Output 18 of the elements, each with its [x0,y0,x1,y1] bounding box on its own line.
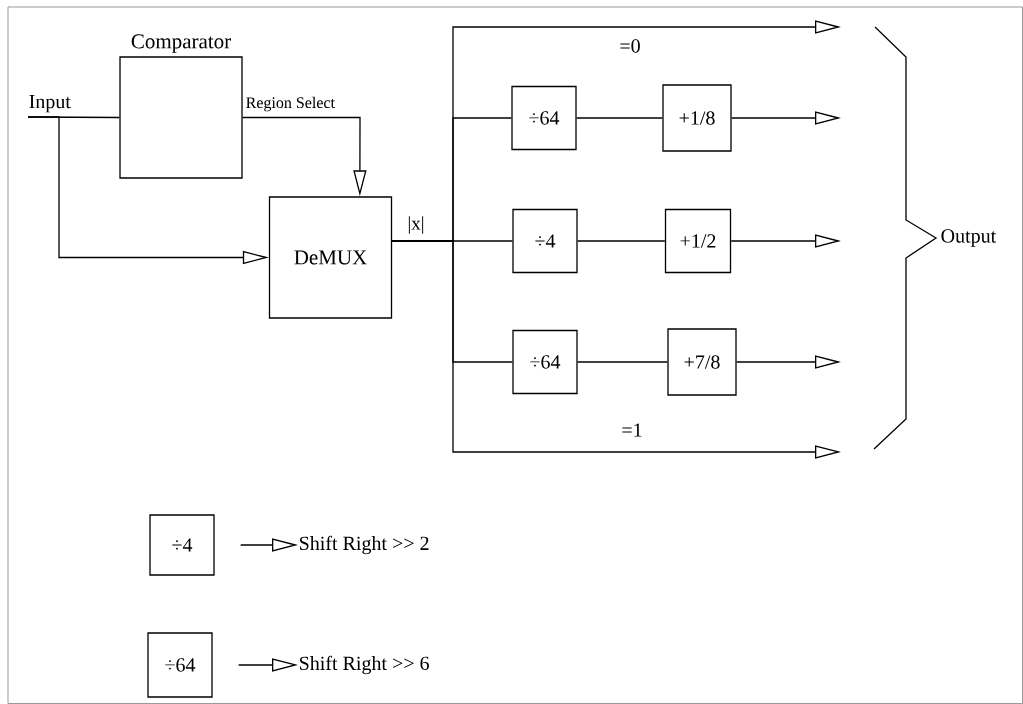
demux-box: DeMUX [268,196,393,319]
operation-box: ÷64 [147,632,213,698]
operation-box: ÷64 [512,329,578,395]
legend-text: Shift Right >> 2 [300,535,429,555]
box-heading: Comparator [131,34,231,53]
edge-label: =0 [618,38,642,54]
input-label: Input [29,95,71,113]
operation-box: ÷4 [149,514,215,576]
edge-label: Region Select [244,95,336,113]
text-label: |x| [408,216,424,234]
operation-box: ÷64 [511,85,577,151]
legend-text: Shift Right >> 6 [300,655,429,675]
edge-label: =1 [620,422,644,438]
text-label: Output [941,229,997,247]
operation-box: ÷4 [512,208,578,274]
operation-box: +1/8 [662,84,732,152]
operation-box: +1/2 [664,208,732,274]
operation-box: +7/8 [667,328,737,396]
